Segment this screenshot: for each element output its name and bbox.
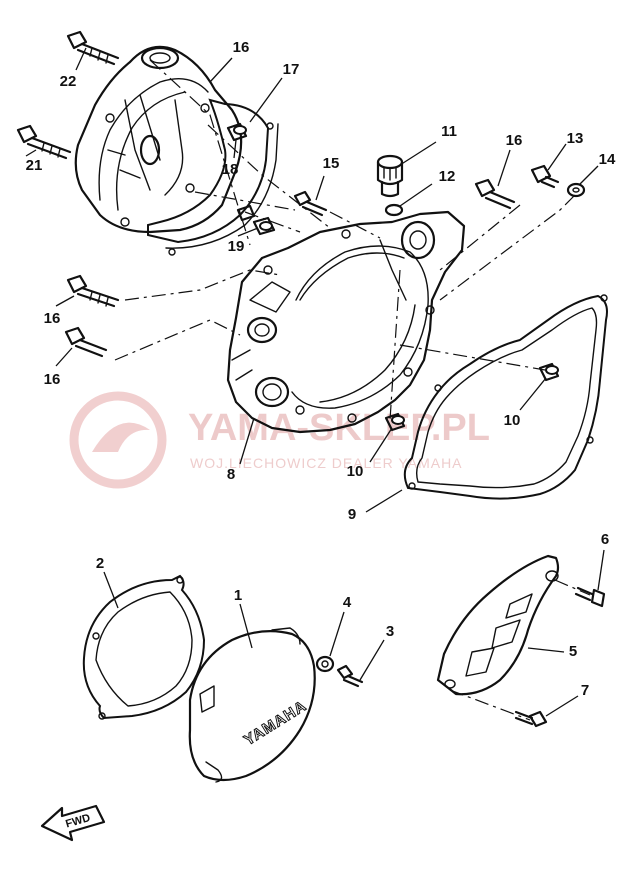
watermark-logo-swoosh bbox=[92, 422, 150, 452]
callout-11: 11 bbox=[441, 123, 457, 140]
callout-4: 4 bbox=[343, 594, 352, 611]
gasket-part-9 bbox=[403, 294, 608, 500]
callout-6: 6 bbox=[601, 531, 609, 548]
bolt-part-15 bbox=[293, 190, 328, 217]
washer-part-14 bbox=[566, 182, 586, 198]
cover-brand-text: YAMAHA bbox=[241, 697, 310, 749]
callout-2: 2 bbox=[96, 555, 104, 572]
bolt-part-3 bbox=[336, 664, 364, 688]
callout-9: 9 bbox=[348, 506, 356, 523]
dowel-pin-20a bbox=[226, 122, 248, 142]
bolt-part-21 bbox=[16, 124, 72, 160]
callout-14: 14 bbox=[599, 151, 616, 168]
watermark-sub-text: WOJ.LIECHOWICZ DEALER YAMAHA bbox=[190, 455, 463, 471]
callout-7: 7 bbox=[581, 682, 589, 699]
callout-12: 12 bbox=[439, 168, 456, 185]
crankcase-cover-part-8 bbox=[226, 210, 466, 434]
callout-3: 3 bbox=[386, 623, 394, 640]
dowel-pin-20b bbox=[236, 204, 276, 236]
callout-19: 17 bbox=[283, 61, 300, 78]
callout-20b: 19 bbox=[228, 238, 245, 255]
bolt-part-7 bbox=[514, 710, 548, 728]
bolt-part-22 bbox=[66, 30, 120, 66]
cover-part-18 bbox=[74, 45, 243, 234]
callout-16a: 16 bbox=[44, 371, 61, 388]
o-ring-part-12 bbox=[384, 203, 404, 217]
magneto-cover-part-1: YAMAHA bbox=[188, 627, 316, 783]
callout-21: 21 bbox=[26, 157, 43, 174]
forward-direction-marker: FWD bbox=[40, 804, 106, 842]
bolt-part-17 bbox=[66, 274, 120, 308]
callout-labels: 22 16 17 18 19 21 11 12 15 16 13 14 16 1… bbox=[26, 39, 616, 699]
dowel-pin-10a bbox=[538, 362, 560, 382]
bolt-part-6 bbox=[574, 586, 606, 608]
watermark-logo bbox=[69, 391, 167, 489]
plug-part-11 bbox=[376, 154, 404, 198]
callout-15: 15 bbox=[323, 155, 340, 172]
leader-lines bbox=[25, 47, 605, 717]
callout-13: 13 bbox=[567, 130, 584, 147]
washer-part-4 bbox=[315, 655, 335, 673]
callout-1: 1 bbox=[234, 587, 242, 604]
gasket-part-2 bbox=[82, 574, 206, 720]
bolt-part-16a bbox=[64, 326, 108, 358]
callout-20a: 18 bbox=[222, 161, 239, 178]
callout-18: 16 bbox=[233, 39, 250, 56]
callout-5: 5 bbox=[569, 643, 577, 660]
callout-16b: 16 bbox=[506, 132, 523, 149]
callout-10b: 10 bbox=[347, 463, 364, 480]
bolt-part-16b bbox=[474, 178, 516, 210]
callout-22: 22 bbox=[60, 73, 77, 90]
bolt-part-13 bbox=[530, 164, 560, 189]
callout-10a: 10 bbox=[504, 412, 521, 429]
dowel-pin-10b bbox=[384, 412, 406, 432]
callout-17: 16 bbox=[44, 310, 61, 327]
callout-8: 8 bbox=[227, 466, 235, 483]
guard-part-5 bbox=[436, 554, 560, 696]
